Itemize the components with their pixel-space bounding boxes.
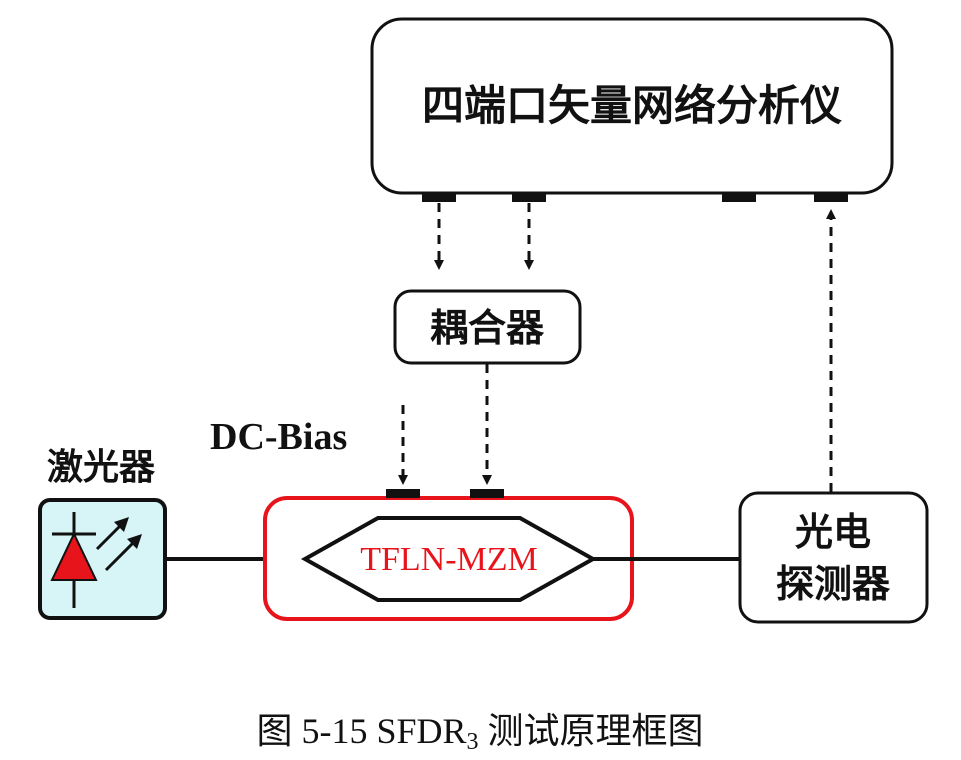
- detector-label-line2: 探测器: [776, 562, 891, 606]
- laser-label: 激光器: [47, 447, 156, 488]
- vna-port-2: [512, 193, 546, 202]
- coupler-label: 耦合器: [430, 306, 545, 350]
- coupler-box: 耦合器: [393, 289, 582, 365]
- mzm-electrode-rf: [470, 489, 504, 498]
- modulator-label: TFLN-MZM: [360, 541, 538, 578]
- caption-suffix: 测试原理框图: [479, 711, 704, 751]
- laser-box: [38, 498, 167, 620]
- caption-subscript: 3: [467, 729, 479, 755]
- vna-box: 四端口矢量网络分析仪: [370, 17, 894, 195]
- mzm-electrode-dc: [386, 489, 420, 498]
- caption-prefix: 图 5-15 SFDR: [256, 711, 466, 751]
- vna-port-1: [422, 193, 456, 202]
- detector-box: 光电 探测器: [738, 491, 929, 624]
- vna-port-3: [722, 193, 756, 202]
- figure-caption: 图 5-15 SFDR3 测试原理框图: [256, 711, 703, 755]
- modulator-box: TFLN-MZM: [263, 489, 634, 621]
- detector-label-line1: 光电: [795, 510, 871, 554]
- dc-bias-label: DC-Bias: [210, 416, 347, 458]
- laser-diode-icon: [50, 512, 142, 608]
- vna-ports: [422, 193, 848, 202]
- vna-port-4: [814, 193, 848, 202]
- vna-label: 四端口矢量网络分析仪: [422, 81, 842, 130]
